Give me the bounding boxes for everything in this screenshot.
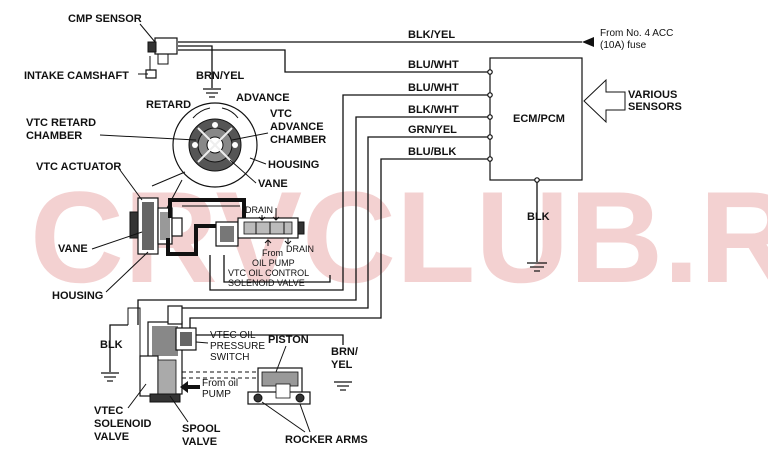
drain-2-arrow-icon — [284, 238, 292, 245]
vtec-solenoid-leader — [127, 383, 147, 409]
wire-label-blk-wht: BLK/WHT — [408, 104, 459, 116]
brn-yel-ground-icon — [334, 381, 352, 391]
drain-1-label: DRAIN — [245, 205, 273, 215]
vtec-switch-leader — [195, 341, 209, 344]
oil-passage-advance — [166, 224, 216, 256]
wire-label-blu-blk: BLU/BLK — [408, 146, 456, 158]
various-sensors-label: VARIOUS SENSORS — [628, 89, 682, 113]
vtc-oil-control-solenoid-valve — [215, 217, 305, 247]
ecm-pin-2 — [487, 92, 493, 98]
wire-blu-wht-cmp — [178, 49, 490, 73]
ecm-ground-pin — [534, 177, 540, 183]
ecm-ground-icon — [527, 262, 547, 272]
vtc-advance-chamber-leader — [231, 132, 269, 141]
various-sensors-arrow — [583, 78, 626, 124]
oil-pump-2-arrow-icon — [180, 381, 200, 393]
rocker-arms-leader-2 — [299, 403, 311, 433]
wire-label-blu-wht-2: BLU/WHT — [408, 82, 459, 94]
vane-lower-leader — [91, 231, 143, 250]
cmp-ground-icon — [203, 88, 221, 98]
wire-blu-blk — [189, 158, 490, 330]
ecm-pin-1 — [487, 69, 493, 75]
vtec-solenoid-body-link — [127, 307, 141, 356]
ecm-pin-5 — [487, 156, 493, 162]
vane-lower-label: VANE — [58, 243, 88, 255]
wire-label-blu-wht-1: BLU/WHT — [408, 59, 459, 71]
wire-brn-yel-lower — [196, 334, 344, 345]
drain-1b-arrow-icon — [272, 208, 280, 221]
wire-vtc-solenoid-lead — [223, 255, 331, 283]
cmp-sensor-label: CMP SENSOR — [68, 13, 142, 25]
housing-lower-label: HOUSING — [52, 290, 103, 302]
advance-label: ADVANCE — [236, 92, 290, 104]
ecm-pcm-label: ECM/PCM — [513, 113, 565, 125]
oil-pump-1-arrow-icon — [264, 239, 272, 246]
drain-2-label: DRAIN — [286, 244, 314, 254]
housing-upper-label: HOUSING — [268, 159, 319, 171]
piston-label: PISTON — [268, 334, 309, 346]
oil-passage-retard — [168, 198, 246, 218]
from-oil-pump-1-label: From OIL PUMP — [252, 248, 295, 268]
wire-label-blk-yel: BLK/YEL — [408, 29, 455, 41]
vane-upper-label: VANE — [258, 178, 288, 190]
wire-label-brn-yel-top: BRN/YEL — [196, 70, 245, 82]
vtc-actuator-detail — [172, 102, 258, 188]
cmp-sensor — [145, 37, 178, 79]
spool-valve-label: SPOOL VALVE — [182, 423, 223, 448]
from-oil-pump-2-label: From oil PUMP — [202, 378, 241, 400]
vtc-actuator-label: VTC ACTUATOR — [36, 161, 121, 173]
retard-label: RETARD — [146, 99, 191, 111]
rocker-arms-leader-1 — [261, 401, 306, 433]
rocker-arms-label: ROCKER ARMS — [285, 434, 368, 446]
drain-1-arrow-icon — [258, 215, 266, 221]
from-acc-label: From No. 4 ACC (10A) fuse — [600, 28, 676, 51]
ecm-pin-4 — [487, 134, 493, 140]
spool-valve-leader — [169, 395, 189, 423]
rocker-arms — [247, 367, 311, 405]
wire-blk-vtec — [109, 324, 128, 372]
vtec-solenoid-valve-label: VTEC SOLENOID VALVE — [94, 405, 155, 443]
wire-label-brn-yel-bottom: BRN/ YEL — [331, 346, 361, 371]
ecm-pin-3 — [487, 114, 493, 120]
housing-lower-leader — [105, 251, 149, 293]
retard-arrow-icon — [192, 107, 211, 119]
wire-label-blk-ecm: BLK — [527, 211, 550, 223]
fuse-arrow-icon — [582, 37, 594, 47]
zoom-line-1 — [151, 171, 186, 187]
vtec-oil-pressure-switch-label: VTEC OIL PRESSURE SWITCH — [210, 330, 268, 363]
cmp-leader — [139, 23, 156, 43]
wire-label-grn-yel: GRN/YEL — [408, 124, 457, 136]
wire-label-blk-vtec: BLK — [100, 339, 123, 351]
vtc-retard-chamber-leader — [99, 134, 197, 141]
vane-upper-leader — [229, 159, 257, 184]
vtec-solenoid-valve — [139, 305, 197, 403]
vtec-ground-icon — [101, 372, 119, 382]
housing-upper-leader — [249, 157, 267, 165]
vtc-actuator-leader — [119, 169, 143, 201]
intake-camshaft-label: INTAKE CAMSHAFT — [24, 70, 129, 82]
wire-blu-wht-vtc — [209, 94, 490, 291]
advance-arrow-icon — [221, 107, 239, 119]
vtc-retard-chamber-label: VTC RETARD CHAMBER — [26, 117, 99, 142]
wire-brn-yel-cmp — [178, 45, 213, 88]
piston-leader — [275, 345, 287, 373]
vtc-advance-chamber-label: VTC ADVANCE CHAMBER — [270, 108, 327, 146]
vtc-oil-control-label: VTC OIL CONTROL SOLENOID VALVE — [228, 268, 311, 288]
